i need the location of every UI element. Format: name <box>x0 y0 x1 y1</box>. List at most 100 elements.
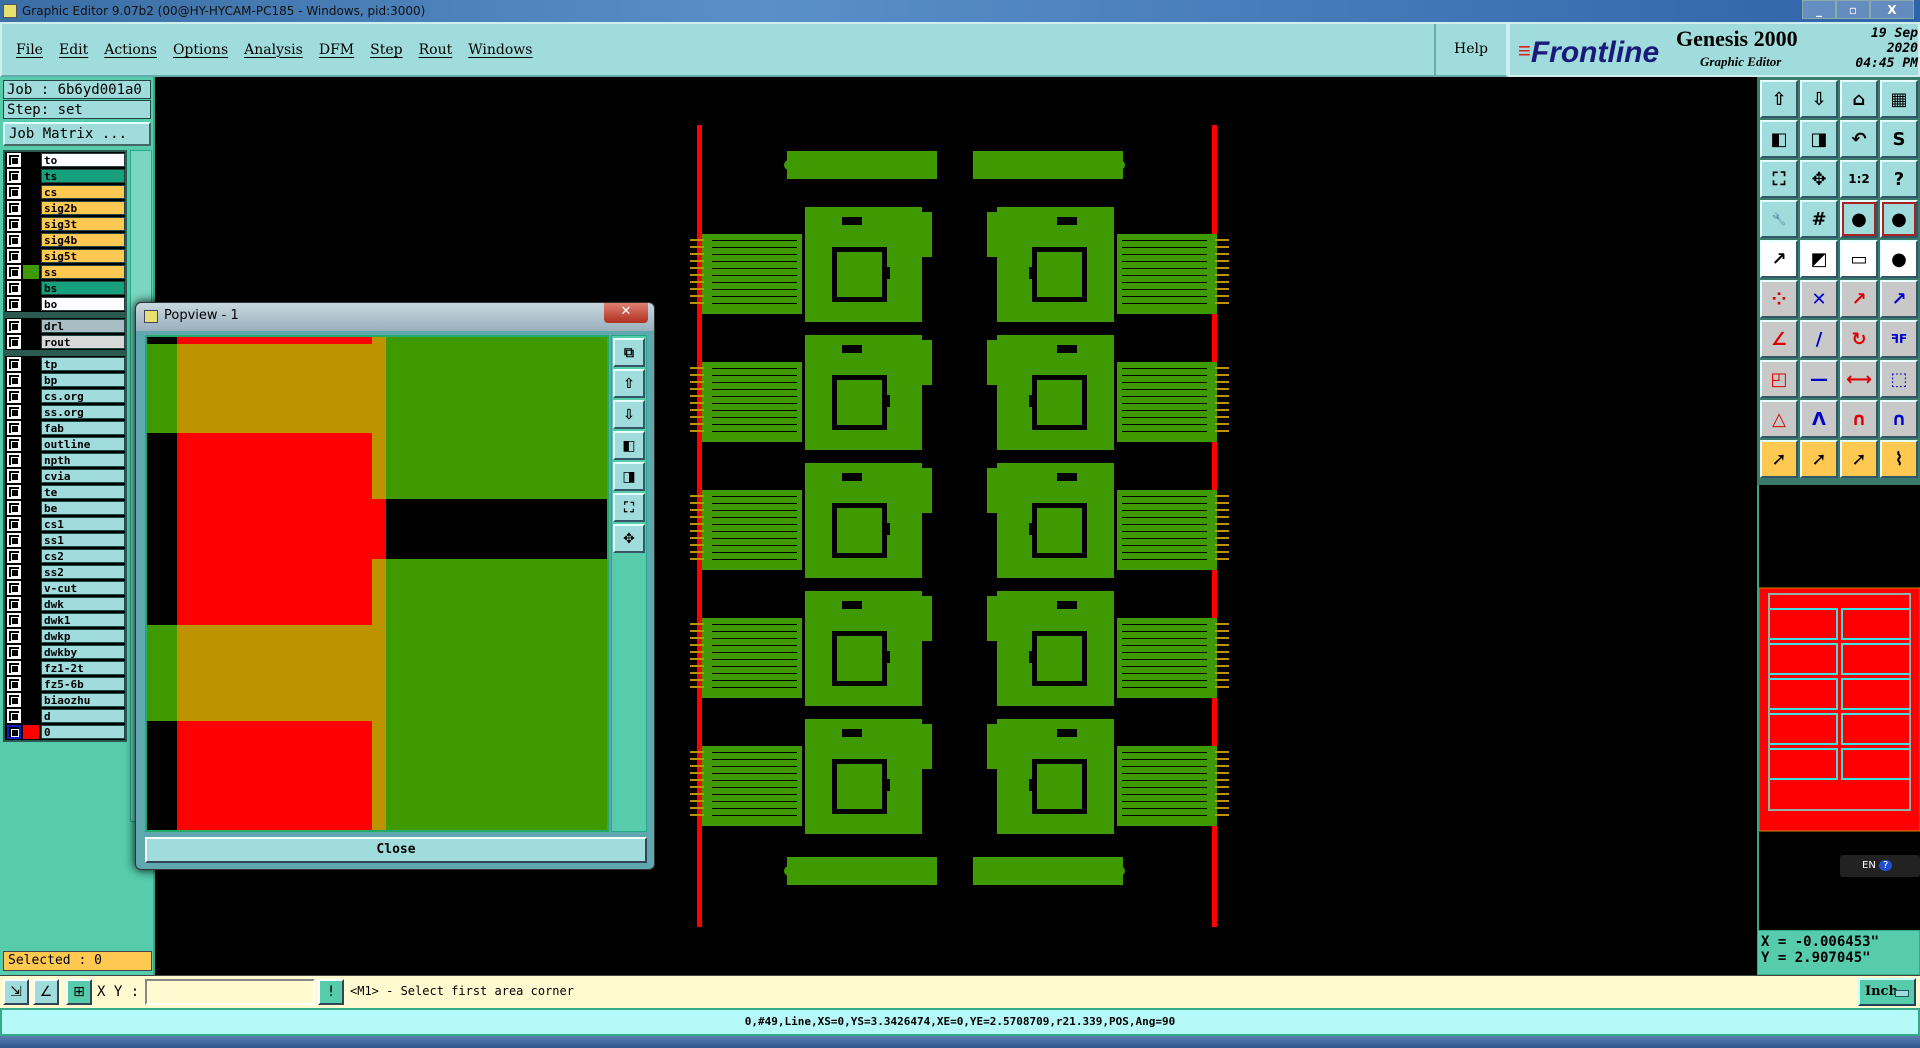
layer-row-dwkby[interactable]: dwkby <box>5 644 125 660</box>
layer-checkbox[interactable] <box>7 501 21 515</box>
layer-row-to[interactable]: to <box>5 152 125 168</box>
layer-color-swatch[interactable] <box>23 533 39 547</box>
scale-1-2-button[interactable]: 1:2 <box>1840 160 1878 198</box>
layer-color-swatch[interactable] <box>23 725 39 739</box>
layer-name[interactable]: fz1-2t <box>41 661 125 675</box>
layer-checkbox[interactable] <box>7 709 21 723</box>
layer-row-bo[interactable]: bo <box>5 296 125 312</box>
close-window-button[interactable]: X <box>1870 0 1914 19</box>
layer-row-ss1[interactable]: ss1 <box>5 532 125 548</box>
snap-icon[interactable]: ⇲ <box>3 979 29 1005</box>
zoom-page-button[interactable]: ✥ <box>1800 160 1838 198</box>
layer-checkbox[interactable] <box>7 153 21 167</box>
layer-row-npth[interactable]: npth <box>5 452 125 468</box>
layer-name[interactable]: dwkp <box>41 629 125 643</box>
layer-color-swatch[interactable] <box>23 581 39 595</box>
measure-button[interactable]: ⟷ <box>1840 360 1878 398</box>
layer-color-swatch[interactable] <box>23 437 39 451</box>
features-button[interactable]: ⬚ <box>1880 360 1918 398</box>
layer-checkbox[interactable] <box>7 437 21 451</box>
tools-button[interactable]: 🔧 <box>1760 200 1798 238</box>
layer-row-ts[interactable]: ts <box>5 168 125 184</box>
unit-selector[interactable]: Inch <box>1858 978 1916 1006</box>
snake-button[interactable]: S <box>1880 120 1918 158</box>
layer-name[interactable]: ss.org <box>41 405 125 419</box>
snap-points-button[interactable]: ⁘ <box>1760 280 1798 318</box>
layer-color-swatch[interactable] <box>23 565 39 579</box>
select-move-button[interactable]: ↗ <box>1760 240 1798 278</box>
layer-name[interactable]: cs2 <box>41 549 125 563</box>
layer-row-ss[interactable]: ss <box>5 264 125 280</box>
layer-name[interactable]: cvia <box>41 469 125 483</box>
layer-checkbox[interactable] <box>7 693 21 707</box>
layer-checkbox[interactable] <box>7 233 21 247</box>
layer-name[interactable]: 0 <box>41 725 125 739</box>
layer-name[interactable]: drl <box>41 319 125 333</box>
layer-color-swatch[interactable] <box>23 613 39 627</box>
layer-name[interactable]: tp <box>41 357 125 371</box>
layer-color-swatch[interactable] <box>23 389 39 403</box>
layer-row-drl[interactable]: drl <box>5 318 125 334</box>
layer-checkbox[interactable] <box>7 281 21 295</box>
select-polygon-button[interactable]: ➚ <box>1840 440 1878 478</box>
grid-button[interactable]: # <box>1800 200 1838 238</box>
layer-row-d[interactable]: d <box>5 708 125 724</box>
layer-color-swatch[interactable] <box>23 357 39 371</box>
pan-right-button[interactable]: ◨ <box>1800 120 1838 158</box>
display-top-button[interactable]: ● <box>1840 200 1878 238</box>
layer-color-swatch[interactable] <box>23 373 39 387</box>
layer-row-ss2[interactable]: ss2 <box>5 564 125 580</box>
edge-snap-button[interactable]: ↗ <box>1880 280 1918 318</box>
layer-name[interactable]: rout <box>41 335 125 349</box>
ime-indicator[interactable]: EN ? <box>1840 855 1920 877</box>
layer-checkbox[interactable] <box>7 597 21 611</box>
layer-row-sig2b[interactable]: sig2b <box>5 200 125 216</box>
popview-title-bar[interactable]: Popview - 1 ✕ <box>136 303 654 331</box>
layer-row-cs[interactable]: cs <box>5 184 125 200</box>
layer-checkbox[interactable] <box>7 185 21 199</box>
layer-name[interactable]: d <box>41 709 125 723</box>
layer-name[interactable]: ss2 <box>41 565 125 579</box>
layer-checkbox[interactable] <box>7 453 21 467</box>
layer-name[interactable]: ts <box>41 169 125 183</box>
layer-name[interactable]: to <box>41 153 125 167</box>
layer-name[interactable]: dwkby <box>41 645 125 659</box>
maximize-button[interactable]: ▫ <box>1836 0 1870 19</box>
layer-checkbox[interactable] <box>7 169 21 183</box>
layer-row-fz1-2t[interactable]: fz1-2t <box>5 660 125 676</box>
layer-checkbox[interactable] <box>7 249 21 263</box>
layer-checkbox[interactable] <box>7 517 21 531</box>
layer-checkbox[interactable] <box>7 357 21 371</box>
layer-row-fab[interactable]: fab <box>5 420 125 436</box>
window-zoom-button[interactable]: ◩ <box>1800 240 1838 278</box>
select-box-button[interactable]: ➚ <box>1800 440 1838 478</box>
layer-row-te[interactable]: te <box>5 484 125 500</box>
layer-checkbox[interactable] <box>7 661 21 675</box>
layer-row-cvia[interactable]: cvia <box>5 468 125 484</box>
layer-row-cs1[interactable]: cs1 <box>5 516 125 532</box>
layer-color-swatch[interactable] <box>23 661 39 675</box>
layer-name[interactable]: sig2b <box>41 201 125 215</box>
layer-row-dwk1[interactable]: dwk1 <box>5 612 125 628</box>
layer-name[interactable]: biaozhu <box>41 693 125 707</box>
popview-zoom-home-button[interactable]: ✥ <box>613 524 645 553</box>
pan-left-button[interactable]: ◧ <box>1760 120 1798 158</box>
layer-row-sig5t[interactable]: sig5t <box>5 248 125 264</box>
popview-layer-up-button[interactable]: ⇧ <box>613 369 645 398</box>
layer-name[interactable]: cs.org <box>41 389 125 403</box>
xy-grid-button[interactable]: ▦ <box>1880 80 1918 118</box>
layer-row-0[interactable]: 0 <box>5 724 125 740</box>
menu-dfm[interactable]: DFM <box>318 41 355 58</box>
ruler-button[interactable]: ▭ <box>1840 240 1878 278</box>
popview-close-button[interactable]: Close <box>145 837 647 863</box>
layer-checkbox[interactable] <box>7 469 21 483</box>
layer-row-dwkp[interactable]: dwkp <box>5 628 125 644</box>
center-snap-button[interactable]: ↗ <box>1840 280 1878 318</box>
layer-row-sig4b[interactable]: sig4b <box>5 232 125 248</box>
layer-color-swatch[interactable] <box>23 233 39 247</box>
layer-color-swatch[interactable] <box>23 677 39 691</box>
menu-analysis[interactable]: Analysis <box>244 41 303 58</box>
layer-name[interactable]: fz5-6b <box>41 677 125 691</box>
layer-name[interactable]: dwk <box>41 597 125 611</box>
layer-color-swatch[interactable] <box>23 597 39 611</box>
